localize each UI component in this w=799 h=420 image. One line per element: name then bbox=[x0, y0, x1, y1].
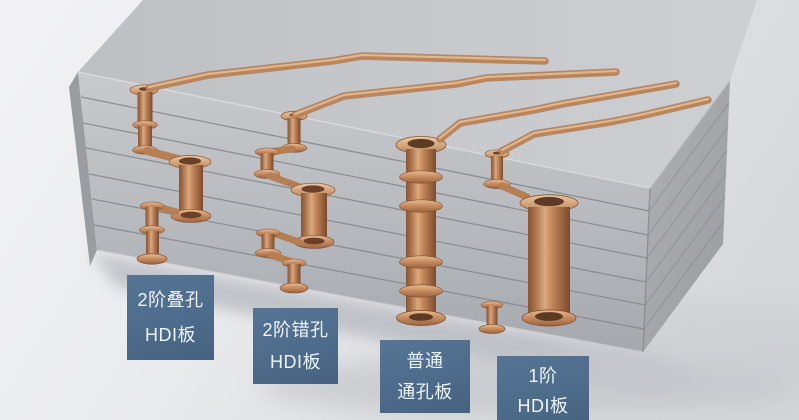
board-left-face bbox=[69, 72, 97, 266]
board-edges bbox=[77, 71, 731, 353]
board-front-face bbox=[78, 72, 650, 352]
label-stacked-line2: HDI板 bbox=[145, 324, 196, 345]
label-staggered-line1: 2阶错孔 bbox=[262, 320, 329, 341]
label-through-line1: 普通 bbox=[406, 351, 444, 372]
via-group-through bbox=[395, 136, 447, 326]
copper-trace-1 bbox=[145, 52, 549, 92]
label-one-step-line1: 1阶 bbox=[528, 366, 558, 387]
label-through-hole: 普通 通孔板 bbox=[380, 340, 470, 413]
copper-trace-4 bbox=[498, 96, 712, 155]
label-staggered-hdi: 2阶错孔 HDI板 bbox=[253, 308, 338, 384]
via-group-stacked bbox=[129, 84, 212, 265]
label-one-step-hdi: 1阶 HDI板 bbox=[497, 356, 589, 420]
side-layer-lines bbox=[643, 102, 730, 330]
label-through-line2: 通孔板 bbox=[397, 381, 453, 402]
label-stacked-hdi: 2阶叠孔 HDI板 bbox=[127, 275, 214, 360]
label-stacked-line1: 2阶叠孔 bbox=[137, 290, 204, 311]
copper-traces bbox=[145, 52, 712, 155]
board-right-face bbox=[643, 80, 730, 352]
board-top-face bbox=[78, 0, 757, 188]
via-group-staggered bbox=[253, 111, 336, 294]
copper-trace-3 bbox=[436, 80, 680, 143]
via-group-one-step bbox=[478, 149, 579, 334]
label-staggered-line2: HDI板 bbox=[270, 351, 321, 372]
label-one-step-line2: HDI板 bbox=[517, 395, 569, 416]
copper-trace-2 bbox=[291, 68, 620, 119]
